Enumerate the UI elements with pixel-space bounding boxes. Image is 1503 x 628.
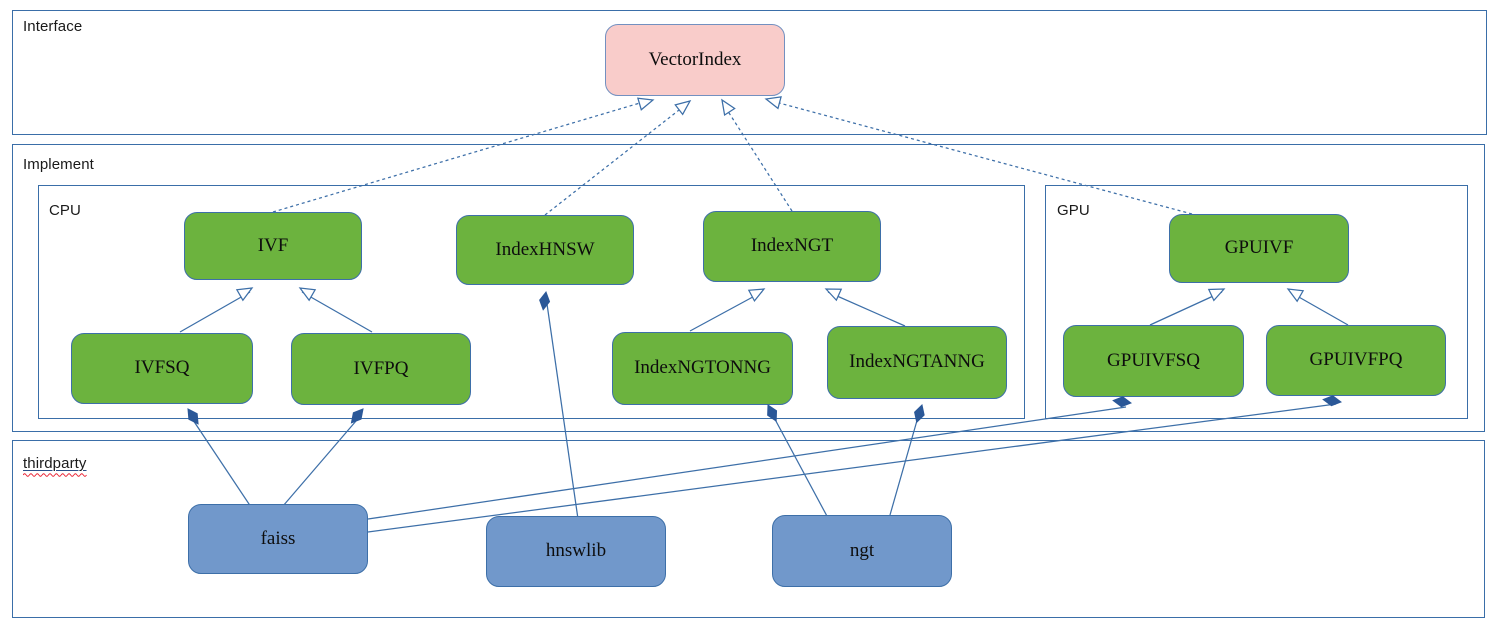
node-ivf[interactable]: IVF	[184, 212, 362, 280]
package-cpu	[38, 185, 1025, 419]
node-ivfsq[interactable]: IVFSQ	[71, 333, 253, 404]
node-faiss[interactable]: faiss	[188, 504, 368, 574]
node-gpuivfsq[interactable]: GPUIVFSQ	[1063, 325, 1244, 397]
node-indexngt[interactable]: IndexNGT	[703, 211, 881, 282]
node-gpuivf-label: GPUIVF	[1224, 237, 1294, 259]
package-thirdparty	[12, 440, 1485, 618]
package-interface-label: Interface	[23, 18, 83, 35]
node-indexngtonng-label: IndexNGTONNG	[634, 357, 771, 379]
package-gpu	[1045, 185, 1468, 419]
package-interface	[12, 10, 1487, 135]
edge-ngt-indexngtonng	[769, 409, 829, 519]
node-indexngt-label: IndexNGT	[750, 235, 834, 257]
node-vectorindex-label: VectorIndex	[648, 48, 742, 70]
node-hnswlib[interactable]: hnswlib	[486, 516, 666, 587]
node-indexngtonng[interactable]: IndexNGTONNG	[612, 332, 793, 405]
edge-gpuivf-vectorindex	[767, 99, 1193, 215]
node-ivfsq-label: IVFSQ	[134, 357, 190, 379]
edge-hnswlib-indexhnsw	[545, 296, 579, 520]
edge-faiss-gpuivfsq	[367, 406, 1127, 520]
package-implement-label: Implement	[23, 156, 94, 173]
edge-ivfpq-ivf	[301, 291, 373, 333]
edge-indexngtonng-indexngt	[689, 291, 763, 332]
edge-indexngt-vectorindex	[721, 101, 793, 212]
edge-ivf-vectorindex	[272, 99, 651, 213]
node-ngt-label: ngt	[849, 539, 875, 561]
edge-indexhnsw-vectorindex	[544, 102, 689, 216]
node-gpuivfsq-label: GPUIVFSQ	[1107, 349, 1200, 371]
edge-indexngtanng-indexngt	[827, 291, 906, 327]
node-indexhnsw[interactable]: IndexHNSW	[456, 215, 634, 285]
node-faiss-label: faiss	[260, 527, 296, 549]
package-implement	[12, 144, 1485, 432]
node-gpuivfpq[interactable]: GPUIVFPQ	[1266, 325, 1446, 396]
node-indexngtanng-label: IndexNGTANNG	[849, 351, 985, 373]
package-cpu-label: CPU	[49, 202, 81, 219]
package-gpu-label: GPU	[1057, 202, 1090, 219]
node-ivf-label: IVF	[257, 234, 289, 256]
node-ivfpq-label: IVFPQ	[353, 357, 409, 379]
package-thirdparty-text: thirdparty	[23, 455, 87, 472]
node-ivfpq[interactable]: IVFPQ	[291, 333, 471, 405]
node-indexngtanng[interactable]: IndexNGTANNG	[827, 326, 1007, 399]
edge-faiss-ivfsq	[188, 413, 254, 511]
edge-ngt-indexngtanng	[889, 409, 921, 516]
node-ngt[interactable]: ngt	[772, 515, 952, 587]
edge-gpuivfsq-gpuivf	[1149, 291, 1223, 326]
edge-ivfsq-ivf	[179, 291, 251, 333]
node-hnswlib-label: hnswlib	[545, 540, 607, 562]
edge-faiss-gpuivfpq	[367, 403, 1337, 533]
node-gpuivf[interactable]: GPUIVF	[1169, 214, 1349, 283]
edge-gpuivfpq-gpuivf	[1289, 291, 1349, 326]
node-gpuivfpq-label: GPUIVFPQ	[1309, 349, 1403, 371]
edge-faiss-ivfpq	[282, 413, 363, 507]
node-indexhnsw-label: IndexHNSW	[495, 238, 595, 260]
node-vectorindex[interactable]: VectorIndex	[605, 24, 785, 96]
